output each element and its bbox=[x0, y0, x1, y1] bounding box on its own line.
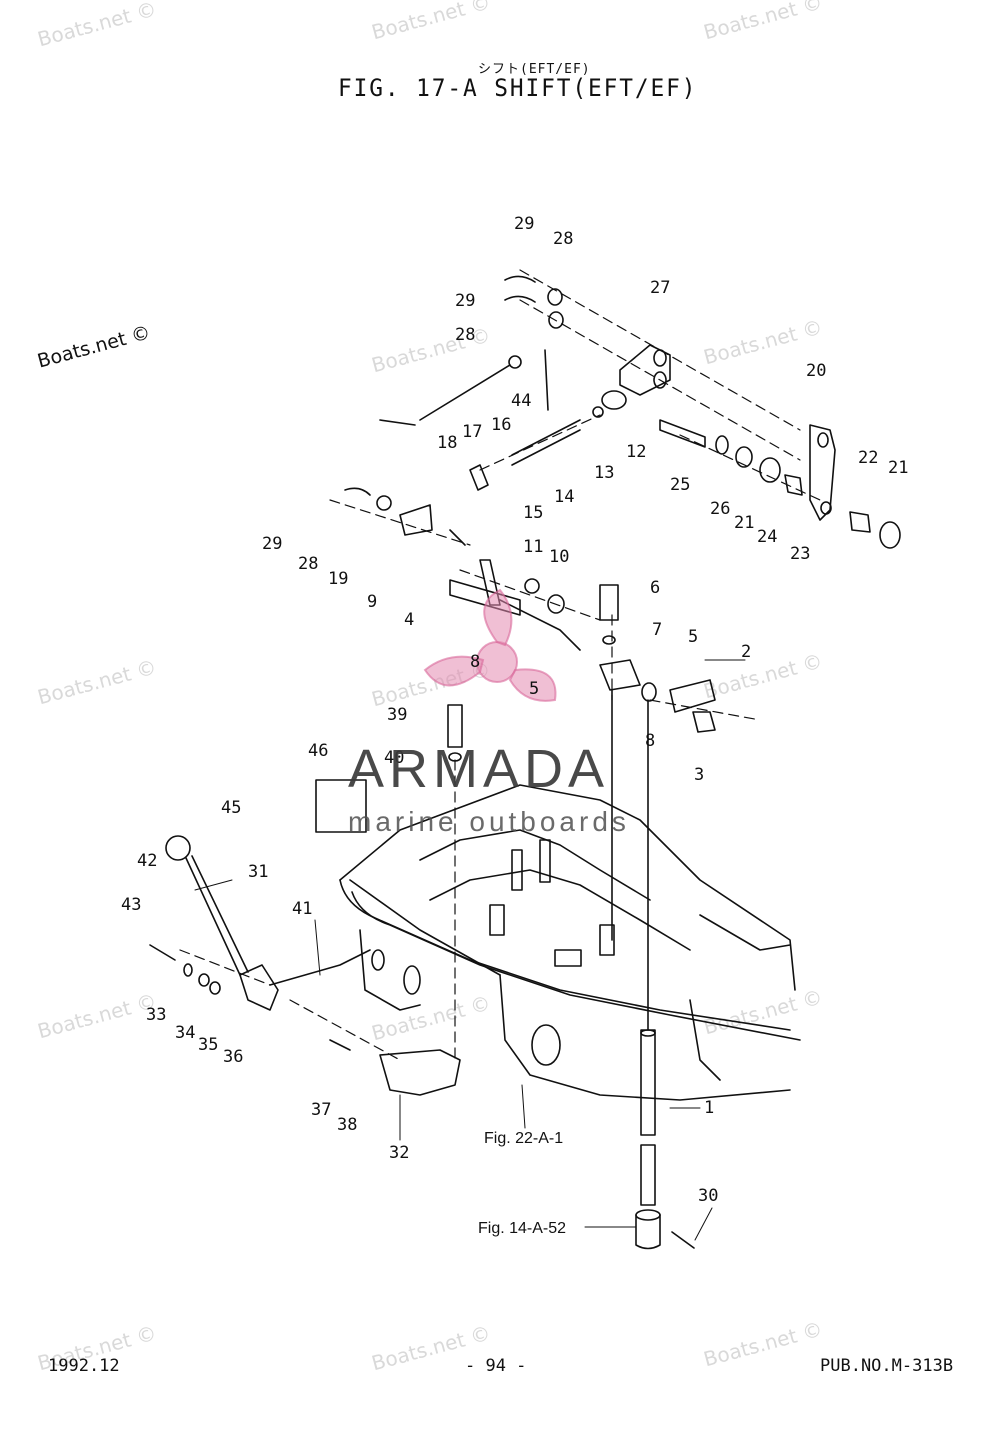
callout-number: 21 bbox=[734, 513, 754, 533]
callout-number: 28 bbox=[298, 554, 318, 574]
callout-number: 16 bbox=[491, 415, 511, 435]
callout-number: 5 bbox=[529, 679, 539, 699]
callout-number: 42 bbox=[137, 851, 157, 871]
callout-number: 38 bbox=[337, 1115, 357, 1135]
callout-number: 21 bbox=[888, 458, 908, 478]
propeller-logo-icon bbox=[423, 588, 557, 702]
logo-tagline: marine outboards bbox=[348, 806, 630, 837]
callout-number: 20 bbox=[806, 361, 826, 381]
leader-lines bbox=[194, 659, 746, 1241]
callout-number: 6 bbox=[650, 578, 660, 598]
callout-number: 39 bbox=[387, 705, 407, 725]
callout-number: 19 bbox=[328, 569, 348, 589]
callout-number: 4 bbox=[404, 610, 414, 630]
callout-number: 45 bbox=[221, 798, 241, 818]
callout-number: 43 bbox=[121, 895, 141, 915]
callout-number: 25 bbox=[670, 475, 690, 495]
figure-subtitle: シフト(EFT/EF) bbox=[478, 62, 591, 77]
callout-number: 35 bbox=[198, 1035, 218, 1055]
callout-number: 17 bbox=[462, 422, 482, 442]
shift-linkage bbox=[344, 275, 901, 1031]
footer-date: 1992.12 bbox=[48, 1356, 120, 1376]
callout-number: 5 bbox=[688, 627, 698, 647]
callout-number: 29 bbox=[455, 291, 475, 311]
callout-number: 29 bbox=[262, 534, 282, 554]
callout-number: 37 bbox=[311, 1100, 331, 1120]
callout-number: 36 bbox=[223, 1047, 243, 1067]
callout-number: 8 bbox=[645, 731, 655, 751]
footer-publication-number: PUB.NO.M-313B bbox=[820, 1356, 954, 1376]
callout-number: 1 bbox=[704, 1098, 714, 1118]
callout-number: 44 bbox=[511, 391, 531, 411]
bottom-cowling bbox=[339, 784, 801, 1101]
callout-number: 26 bbox=[710, 499, 730, 519]
callout-number: 10 bbox=[549, 547, 569, 567]
callout-number: 34 bbox=[175, 1023, 195, 1043]
shift-lever-assembly bbox=[149, 779, 461, 1096]
callout-number: 46 bbox=[308, 741, 328, 761]
shift-rod bbox=[635, 1029, 695, 1250]
fig-14-reference: Fig. 14-A-52 bbox=[478, 1220, 566, 1237]
logo-name: ARMADA bbox=[348, 739, 610, 799]
callout-number: 12 bbox=[626, 442, 646, 462]
callout-number: 40 bbox=[384, 748, 404, 768]
callout-number: 41 bbox=[292, 899, 312, 919]
callout-number: 11 bbox=[523, 537, 543, 557]
callout-number: 8 bbox=[470, 652, 480, 672]
callout-number: 15 bbox=[523, 503, 543, 523]
callout-number: 31 bbox=[248, 862, 268, 882]
callout-number: 7 bbox=[652, 620, 662, 640]
callout-number: 28 bbox=[553, 229, 573, 249]
callout-number: 28 bbox=[455, 325, 475, 345]
figure-title: FIG. 17-A SHIFT(EFT/EF) bbox=[338, 74, 698, 102]
callout-number: 9 bbox=[367, 592, 377, 612]
fig-22-reference: Fig. 22-A-1 bbox=[484, 1130, 563, 1147]
callout-number: 24 bbox=[757, 527, 777, 547]
callout-number: 32 bbox=[389, 1143, 409, 1163]
callout-number: 2 bbox=[741, 642, 751, 662]
callout-number: 27 bbox=[650, 278, 670, 298]
callout-layer: 1234556788910111213141516171819202121222… bbox=[121, 214, 908, 1206]
callout-number: 23 bbox=[790, 544, 810, 564]
callout-number: 22 bbox=[858, 448, 878, 468]
callout-number: 3 bbox=[694, 765, 704, 785]
callout-number: 30 bbox=[698, 1186, 718, 1206]
callout-number: 29 bbox=[514, 214, 534, 234]
callout-number: 18 bbox=[437, 433, 457, 453]
callout-number: 13 bbox=[594, 463, 614, 483]
footer-page-number: - 94 - bbox=[465, 1356, 527, 1376]
callout-number: 14 bbox=[554, 487, 574, 507]
callout-number: 33 bbox=[146, 1005, 166, 1025]
